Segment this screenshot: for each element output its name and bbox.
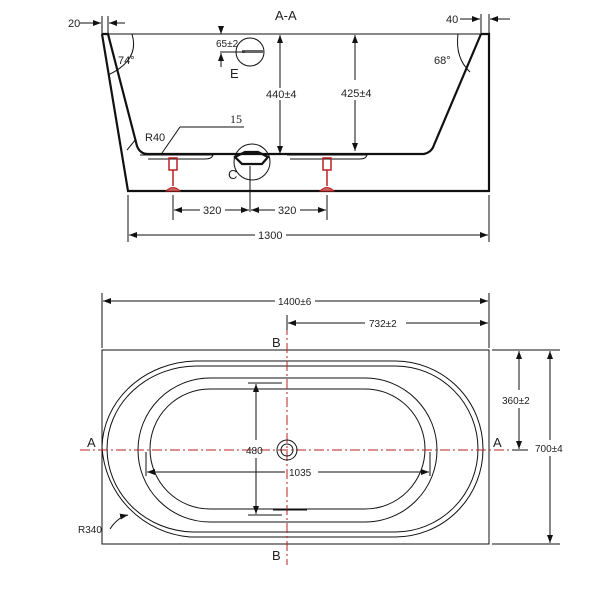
section-view: A-A 20 40 74° 68° 65±2 E 440±4 425±4 R4 bbox=[68, 8, 510, 242]
depth-center-dim: 440±4 bbox=[266, 89, 297, 101]
inner-width-dim: 480 bbox=[246, 446, 263, 457]
tub-outer-rim bbox=[101, 360, 484, 538]
right-leg bbox=[318, 157, 336, 192]
right-wall-dim: 40 bbox=[446, 14, 458, 26]
detail-c-label: C bbox=[228, 167, 237, 182]
tub-inner-profile bbox=[102, 32, 483, 156]
tub-basin-inner bbox=[149, 388, 426, 510]
half-width-dim: 360±2 bbox=[502, 396, 530, 407]
left-leg bbox=[164, 157, 182, 192]
section-b-top: B bbox=[272, 335, 281, 350]
leg-spacing-right: 320 bbox=[278, 205, 296, 217]
slope-note: 15 bbox=[230, 112, 242, 126]
section-a-right: A bbox=[493, 435, 502, 450]
section-b-bottom: B bbox=[272, 548, 281, 563]
overall-length-dim: 1400±6 bbox=[278, 297, 312, 308]
inner-length-dim: 1035 bbox=[289, 468, 312, 479]
detail-c-circle bbox=[233, 143, 271, 181]
drain-offset-dim: 732±2 bbox=[369, 319, 397, 330]
overflow-height-dim: 65±2 bbox=[216, 39, 239, 50]
overall-width-dim: 700±4 bbox=[535, 444, 563, 455]
depth-right-dim: 425±4 bbox=[341, 88, 372, 100]
detail-e-label: E bbox=[230, 66, 239, 81]
section-title: A-A bbox=[275, 8, 297, 23]
tub-outer-profile bbox=[100, 32, 491, 193]
corner-radius-label: R340 bbox=[78, 525, 102, 536]
tub-outline-rect bbox=[101, 349, 490, 545]
right-angle: 68° bbox=[434, 55, 451, 67]
base-length-dim: 1300 bbox=[258, 230, 282, 242]
leg-spacing-left: 320 bbox=[203, 205, 221, 217]
tub-basin-outer bbox=[137, 377, 438, 523]
plan-view: A A B B 480 1035 1400±6 732±2 360±2 bbox=[78, 293, 563, 565]
left-angle: 74° bbox=[118, 55, 135, 67]
left-wall-dim: 20 bbox=[68, 18, 80, 30]
drain-icon bbox=[276, 439, 298, 461]
section-a-left: A bbox=[87, 435, 96, 450]
radius-r40: R40 bbox=[145, 132, 165, 144]
